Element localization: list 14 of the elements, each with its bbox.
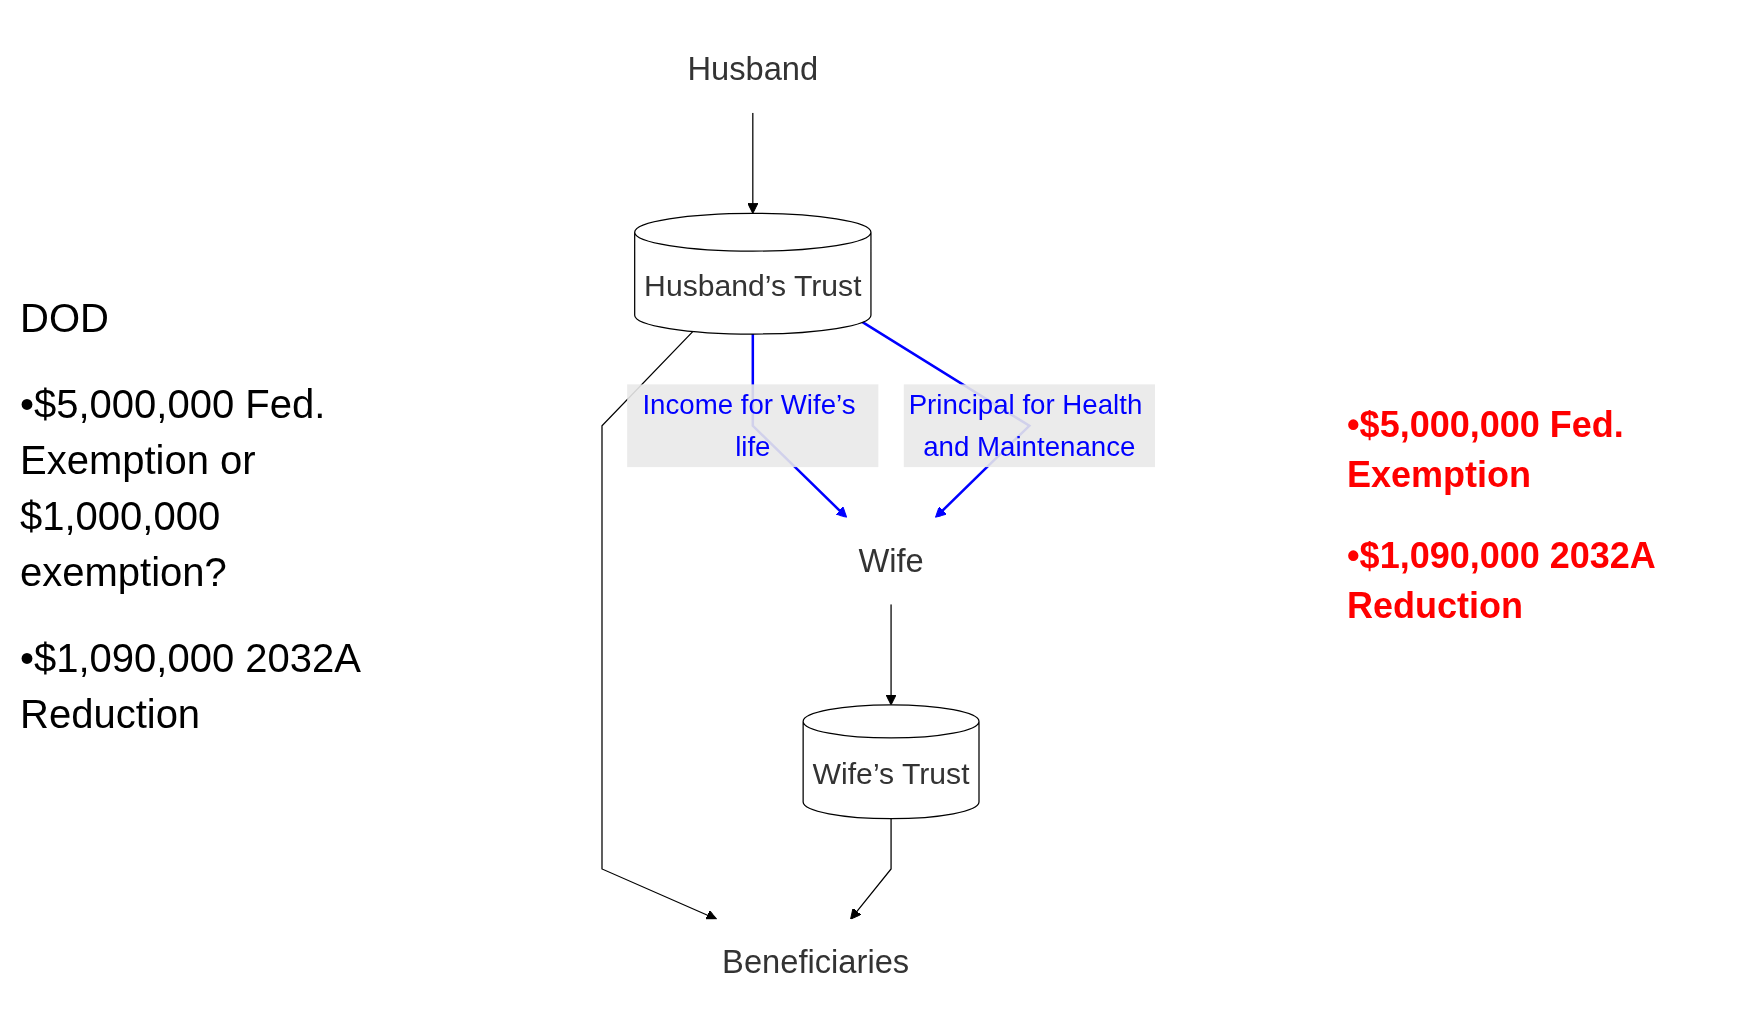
node-text: Beneficiaries <box>722 942 910 981</box>
bullet-note: •$5,000,000 Fed. Exemption or $1,000,000 exemption? <box>20 380 327 596</box>
divider-label: DOD <box>20 294 110 342</box>
arrow <box>885 603 897 705</box>
arrow <box>601 330 718 920</box>
edge-label: Income for Wife’s life <box>642 388 856 462</box>
arrow <box>850 817 892 920</box>
bullet-note: •$1,090,000 2032A Reduction <box>1347 533 1656 628</box>
arrow <box>747 111 759 214</box>
bullet-note: •$5,000,000 Fed. Exemption <box>1347 402 1625 498</box>
node-text: Wife <box>858 540 924 579</box>
edge-label: Principal for Health and Maintenance <box>908 388 1143 462</box>
node-text: Husband <box>687 49 819 88</box>
bullet-note: •$1,090,000 2032A Reduction <box>20 634 361 738</box>
